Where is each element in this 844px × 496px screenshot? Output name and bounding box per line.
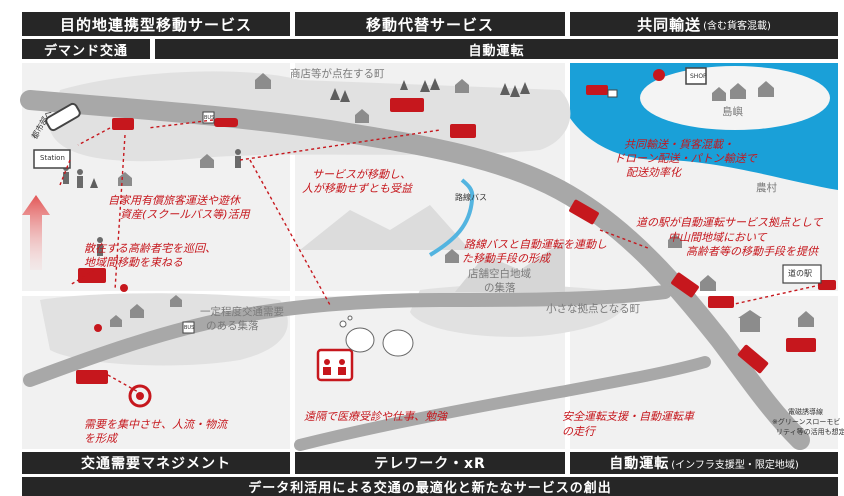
road-network [20,90,810,451]
callout-service-2: 人が移動せずとも受益 [302,182,412,195]
footer-main-bar: データ利活用による交通の最適化と新たなサービスの創出 [22,477,838,496]
callout-junkai-1: 散在する高齢者宅を巡回、 [84,242,216,255]
header-idou-daitai-label: 移動代替サービス [365,15,494,34]
footer-main-label: データ利活用による交通の最適化と新たなサービスの創出 [248,481,612,496]
header-mokuteki-bar: 目的地連携型移動サービス [22,12,290,36]
area-ittei-label-1: 一定程度交通需要 [200,306,284,318]
area-kyoten-label: 小さな拠点となる町 [546,303,641,315]
area-kuuhaku-label-2: の集落 [484,282,516,294]
callout-eki-2: 中山間地域において [668,231,767,244]
callout-junkai-2: 地域間移動を束ねる [84,256,183,269]
callout-juyou-1: 需要を集中させ、人流・物流 [84,418,227,431]
header-kyodo-yuso-bar: 共同輸送(含む貨客混載) [570,12,838,36]
header-kyodo-yuso-label: 共同輸送 [637,15,702,34]
header-idou-daitai-bar: 移動代替サービス [295,12,565,36]
callout-eki-3: 高齢者等の移動手段を提供 [686,245,818,258]
callout-kyodo-2: ドローン配送・パトン輸送で [614,152,757,165]
callout-kyodo-3: 配送効率化 [626,166,681,179]
area-ittei-label-2: のある集落 [206,320,259,332]
callout-shiyou-1: 自家用有償旅客運送や遊休 [108,194,240,207]
callout-enkaku: 遠隔で医療受診や仕事、勉強 [304,410,447,423]
footer-telework-bar: テレワーク・xR [295,452,565,474]
station-icon [33,102,81,169]
rosen-bus-label: 路線バス [455,193,487,202]
footer-jidou-unten-label: 自動運転 [609,456,670,472]
induction-label-2: ※グリーンスローモビ [772,418,841,426]
area-shima-label: 島嶼 [722,106,743,118]
station-label: Station [40,154,65,162]
area-kuuhaku-label-1: 店舗空白地域 [468,268,531,280]
bus-stop-label-1: BUS [204,115,215,121]
river [428,178,475,257]
red-vehicles [76,69,836,408]
callout-kyodo-1: 共同輸送・貨客混載・ [624,138,734,151]
mountains [300,205,565,292]
callout-anzen-2: の走行 [562,425,595,438]
callout-eki-1: 道の駅が自動運転サービス拠点として [636,216,823,229]
houses [110,73,814,327]
header-kyodo-yuso-note: (含む貨客混載) [703,20,771,32]
callout-anzen-1: 安全運転支援・自動運転車 [562,410,694,423]
bus-stop-label-2: BUS [184,325,195,331]
footer-tdm-bar: 交通需要マネジメント [22,452,290,474]
area-noson-label: 農村 [756,182,777,194]
induction-label-3: リティ等の活用も想定 [776,428,844,436]
flow-arrow [22,195,50,270]
trees [90,78,530,188]
michi-no-eki-label: 道の駅 [788,269,812,278]
header-jidou-unten-label: 自動運転 [468,43,525,59]
header-jidou-unten-bar: 自動運転 [155,39,838,59]
header-demand-label: デマンド交通 [43,43,128,59]
callout-juyou-2: を形成 [84,432,117,445]
footer-jidou-unten-bar: 自動運転(インフラ支援型・限定地域) [570,452,838,474]
footer-tdm-label: 交通需要マネジメント [81,456,231,472]
footer-jidou-unten-note: (インフラ支援型・限定地域) [671,459,799,471]
header-mokuteki-label: 目的地連携型移動サービス [59,15,252,34]
callout-rosen-1: 路線バスと自動運転を連動し [464,238,607,251]
area-shoten-label: 商店等が点在する町 [290,68,385,80]
header-demand-bar: デマンド交通 [22,39,150,59]
induction-label-1: 電磁誘導線 [788,408,823,416]
signs [182,67,822,382]
dashed-connectors [59,119,821,394]
footer-telework-label: テレワーク・xR [374,456,486,472]
thought-bubbles [339,315,414,357]
callout-service-1: サービスが移動し、 [312,168,411,181]
shop-sign-label: SHOP [690,73,707,80]
callout-rosen-2: た移動手段の形成 [462,252,550,265]
callout-shiyou-2: 資産(スクールバス等)活用 [120,208,250,221]
